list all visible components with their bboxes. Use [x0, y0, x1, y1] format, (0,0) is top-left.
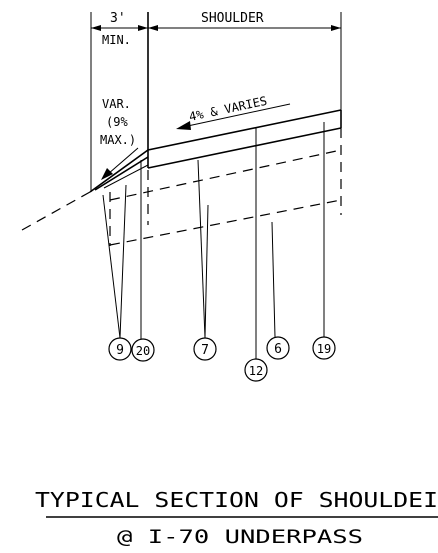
dim-arrow-mid-left	[138, 25, 148, 31]
dim-3ft-label: 3'	[110, 11, 126, 26]
callout-12: 12	[244, 358, 268, 382]
var-label-2: (9%	[106, 115, 128, 129]
callout-9: 9	[108, 337, 132, 361]
callout-7: 7	[193, 337, 217, 361]
section-subtitle: @ I-70 UNDERPASS	[117, 526, 363, 548]
svg-text:6: 6	[274, 342, 282, 357]
dim-shoulder-label: SHOULDER	[201, 11, 264, 26]
var-label-3: MAX.)	[100, 133, 136, 147]
var-arrow-head	[101, 168, 113, 180]
leader-7a	[197, 159, 206, 339]
svg-text:12: 12	[249, 364, 263, 378]
leader-9a	[119, 184, 127, 339]
dim-arrow-mid-right	[148, 25, 158, 31]
svg-text:9: 9	[116, 343, 124, 358]
subbase-line-2	[109, 199, 342, 246]
section-title: TYPICAL SECTION OF SHOULDEI	[35, 488, 438, 512]
slope-arrow-head	[176, 121, 191, 130]
leader-9b	[102, 194, 121, 339]
dim-arrow-left	[91, 25, 101, 31]
svg-text:20: 20	[136, 344, 150, 358]
leader-6	[271, 221, 276, 338]
dim-arrow-right	[331, 25, 341, 31]
svg-text:19: 19	[317, 342, 331, 356]
callout-19: 19	[312, 336, 336, 360]
pavement-bottom-line	[147, 127, 342, 169]
leader-7b	[204, 204, 209, 339]
slope-label: 4% & VARIES	[188, 94, 269, 124]
callout-6: 6	[266, 336, 290, 360]
dim-min-label: MIN.	[102, 33, 131, 47]
var-arrow-line	[107, 147, 139, 175]
callout-20: 20	[131, 338, 155, 362]
existing-ground-line	[21, 191, 91, 231]
svg-text:7: 7	[201, 343, 209, 358]
subbase-line-1	[109, 149, 342, 201]
var-label-1: VAR.	[102, 97, 131, 111]
slope-arrow-line	[182, 103, 291, 128]
foreslope-inner-line	[94, 156, 149, 191]
